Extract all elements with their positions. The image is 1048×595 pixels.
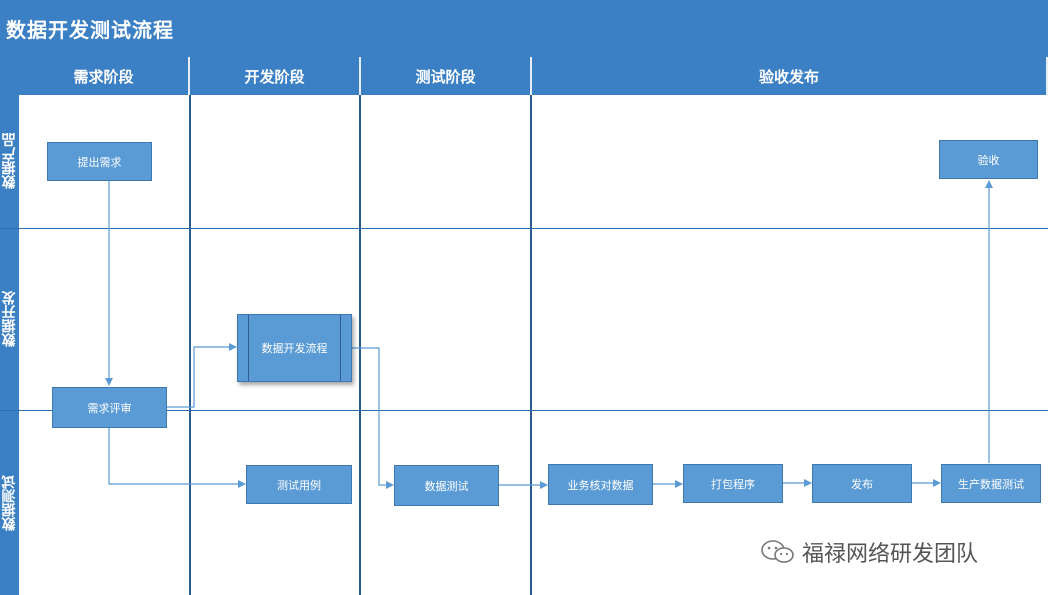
page-title: 数据开发测试流程 <box>6 18 174 42</box>
arrow-review-to-testcases <box>108 428 246 488</box>
lane-divider <box>0 410 1048 411</box>
arrow-devflow-to-datatest <box>351 347 394 489</box>
watermark: 福禄网络研发团队 <box>760 536 978 568</box>
arrow-review-to-devflow <box>167 343 237 408</box>
node-production-data-test: 生产数据测试 <box>941 464 1041 503</box>
subprocess-bar-right <box>340 315 341 381</box>
node-release: 发布 <box>812 464 912 503</box>
node-data-test: 数据测试 <box>394 465 499 506</box>
node-business-data-check: 业务核对数据 <box>548 464 653 505</box>
node-requirement-review: 需求评审 <box>52 387 167 428</box>
subprocess-bar-left <box>248 315 249 381</box>
phase-divider <box>359 95 361 595</box>
node-acceptance: 验收 <box>939 140 1038 179</box>
phase-divider <box>189 95 191 595</box>
phase-header-requirements: 需求阶段 <box>19 57 190 95</box>
phase-header-acceptance-release: 验收发布 <box>532 57 1048 95</box>
lane-divider <box>0 228 1048 229</box>
phase-divider <box>530 95 532 595</box>
wechat-icon <box>761 540 794 563</box>
node-data-development-process: 数据开发流程 <box>237 314 352 382</box>
node-package-program: 打包程序 <box>683 464 783 503</box>
node-test-cases: 测试用例 <box>246 465 352 504</box>
phase-header-testing: 测试阶段 <box>361 57 532 95</box>
title-bar <box>0 0 1048 57</box>
node-raise-requirement: 提出需求 <box>47 142 152 181</box>
watermark-text: 福禄网络研发团队 <box>802 542 979 567</box>
phase-header-development: 开发阶段 <box>190 57 361 95</box>
node-data-development-process-label: 数据开发流程 <box>261 342 328 355</box>
lane-label-strip <box>0 57 19 595</box>
